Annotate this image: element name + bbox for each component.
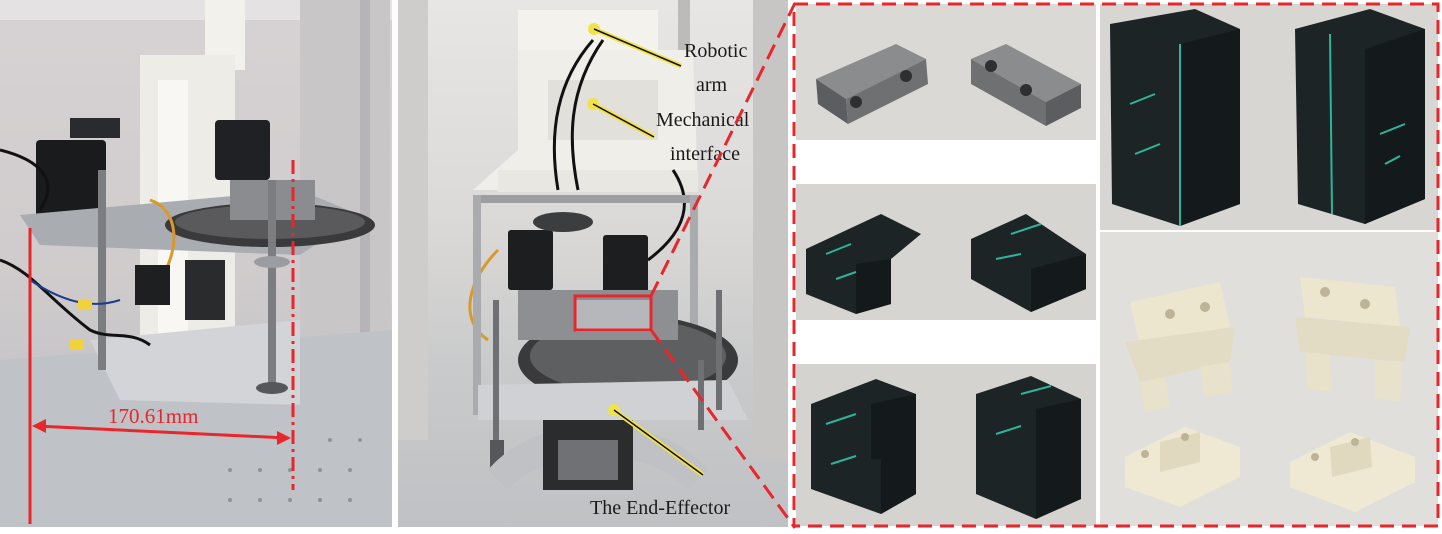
middle-mechanism-illustration <box>398 0 788 490</box>
mechanical-interface-label-line2: interface <box>670 143 740 165</box>
dimension-label: 170.61mm <box>108 404 199 428</box>
resin-mounts-photo <box>1100 232 1438 526</box>
robotic-arm-label-line1: Robotic <box>684 40 748 62</box>
dimension-arrow-line <box>35 424 288 440</box>
carbon-stepped-blocks-photo <box>796 184 1096 320</box>
robotic-arm-label-line2: arm <box>696 74 728 96</box>
mechanical-interface-label-line1: Mechanical <box>656 109 750 131</box>
metal-blocks-photo <box>796 4 1096 140</box>
parts-gallery <box>792 2 1440 528</box>
highlight-box <box>573 294 653 332</box>
middle-photo-panel: Robotic arm Mechanical interface The End… <box>398 0 788 527</box>
carbon-u-blocks-photo <box>796 364 1096 526</box>
end-effector-label: The End-Effector <box>590 497 731 519</box>
left-photo-panel: 170.61mm <box>0 0 392 527</box>
tall-carbon-blocks-photo <box>1100 4 1438 230</box>
left-mechanism-illustration <box>0 0 392 527</box>
